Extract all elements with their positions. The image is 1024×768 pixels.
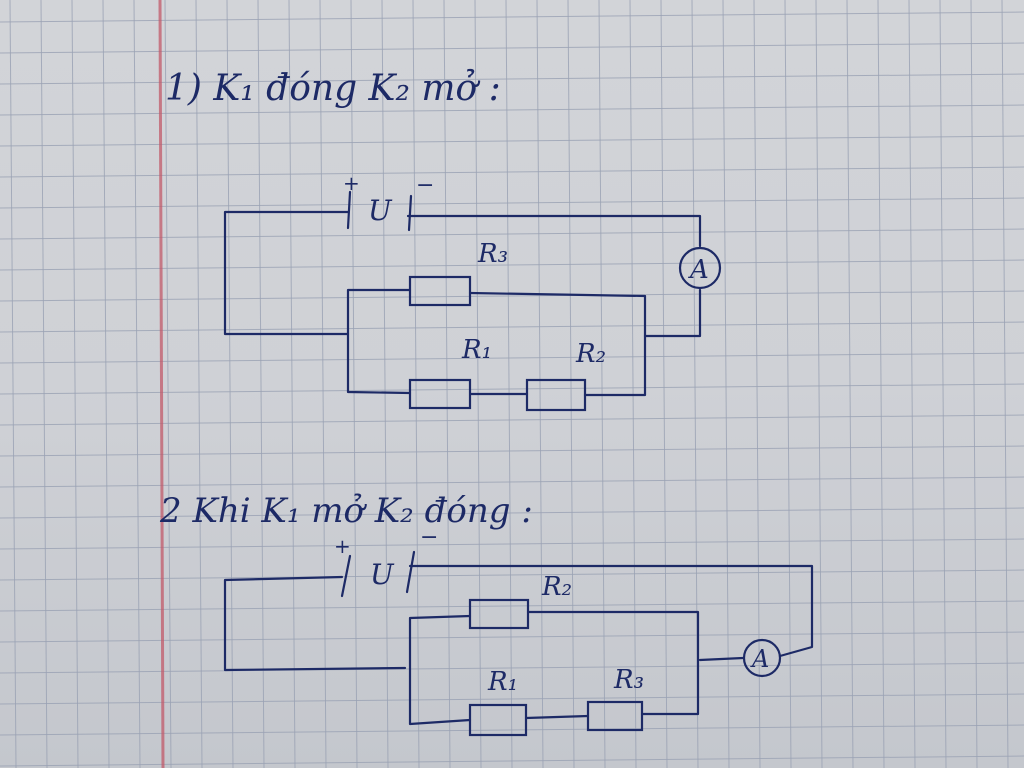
grid-line-horizontal [0, 600, 1024, 612]
grid-line-vertical [71, 0, 79, 768]
circuit1-network-wire [346, 288, 647, 397]
circuit2-network-wire [408, 610, 700, 726]
section2-heading: 2 Khi K₁ mở K₂ đóng : [159, 491, 533, 531]
margin-line [158, 0, 165, 768]
grid-line-vertical [505, 0, 513, 768]
grid-line-horizontal [0, 724, 1024, 736]
grid-line-horizontal [0, 73, 1024, 85]
circuit1-battery-plate-positive [346, 190, 352, 230]
grid-line-horizontal [0, 507, 1024, 519]
grid-line-horizontal [0, 166, 1024, 178]
grid-line-vertical [815, 0, 823, 768]
grid-line-vertical [846, 0, 854, 768]
circuit2-ammeter [742, 638, 782, 678]
grid-line-vertical [40, 0, 48, 768]
circuit1-label-r-right: R₂ [575, 339, 606, 369]
grid-line-horizontal [0, 11, 1024, 23]
grid-line-vertical [9, 0, 17, 768]
circuit2-battery-plate-negative [405, 550, 416, 594]
grid-line-vertical [629, 0, 637, 768]
circuit2-battery-plate-positive [340, 554, 352, 598]
grid-line-horizontal [0, 197, 1024, 209]
circuit2-label-r-right: R₃ [613, 665, 644, 695]
circuit2-source-minus: − [420, 525, 438, 550]
grid-line-horizontal [0, 290, 1024, 302]
circuit2-resistor-left [468, 703, 528, 737]
grid-line-vertical [908, 0, 916, 768]
grid-line-horizontal [0, 42, 1024, 54]
grid-line-horizontal [0, 662, 1024, 674]
grid-line-horizontal [0, 135, 1024, 147]
grid-line-vertical [133, 0, 141, 768]
circuit1-label-r-top: R₃ [477, 239, 508, 269]
grid-line-vertical [350, 0, 358, 768]
circuit1-resistor-left [408, 378, 472, 410]
grid-line-horizontal [0, 228, 1024, 240]
circuit2-source-label: U [370, 558, 395, 591]
grid-line-vertical [443, 0, 451, 768]
grid-line-horizontal [0, 445, 1024, 457]
grid-line-horizontal [0, 476, 1024, 488]
grid-line-horizontal [0, 321, 1024, 333]
circuit2-ammeter-label: A [750, 645, 769, 673]
grid-line-horizontal [0, 259, 1024, 271]
grid-line-vertical [939, 0, 947, 768]
circuit2-label-r-top: R₂ [541, 572, 572, 602]
circuit1-battery-plate-negative [407, 194, 413, 232]
circuit1-source-label: U [368, 194, 393, 227]
grid-line-horizontal [0, 538, 1024, 550]
grid-line-horizontal [0, 631, 1024, 643]
grid-line-vertical [722, 0, 730, 768]
circuit2-resistor-top [468, 598, 530, 630]
grid-line-vertical [319, 0, 327, 768]
circuit1-source-plus: + [343, 171, 360, 195]
grid-line-horizontal [0, 693, 1024, 705]
grid-line-horizontal [0, 383, 1024, 395]
circuit-1: + U − A R₃ R₁ R₂ [223, 171, 722, 412]
circuit1-resistor-right [525, 378, 587, 412]
circuit2-label-r-left: R₁ [487, 667, 518, 697]
circuit1-ammeter [678, 246, 722, 290]
grid-line-vertical [474, 0, 482, 768]
grid-line-horizontal [0, 569, 1024, 581]
grid-line-vertical [257, 0, 265, 768]
grid-line-vertical [567, 0, 575, 768]
grid-line-vertical [660, 0, 668, 768]
grid-line-horizontal [0, 414, 1024, 426]
circuit1-resistor-top [408, 275, 472, 307]
grid-line-vertical [598, 0, 606, 768]
grid-line-vertical [877, 0, 885, 768]
grid-line-horizontal [0, 352, 1024, 364]
circuit1-outer-wire [223, 210, 702, 338]
grid-line-vertical [536, 0, 544, 768]
grid-line-vertical [784, 0, 792, 768]
grid-line-horizontal [0, 104, 1024, 116]
grid-line-vertical [288, 0, 296, 768]
circuit1-source-minus: − [416, 173, 434, 198]
grid-line-horizontal [0, 755, 1024, 767]
section1-heading: 1) K₁ đóng K₂ mở : [165, 68, 501, 109]
circuit-2: + U − A R₂ R₁ R₃ [223, 525, 814, 737]
grid-line-vertical [381, 0, 389, 768]
circuit2-outer-wire [223, 564, 814, 672]
circuit2-resistor-right [586, 700, 644, 732]
circuit1-ammeter-label: A [688, 255, 709, 285]
circuit1-label-r-left: R₁ [461, 335, 492, 365]
circuit2-source-plus: + [334, 534, 351, 558]
grid-line-vertical [412, 0, 420, 768]
grid-line-vertical [102, 0, 110, 768]
